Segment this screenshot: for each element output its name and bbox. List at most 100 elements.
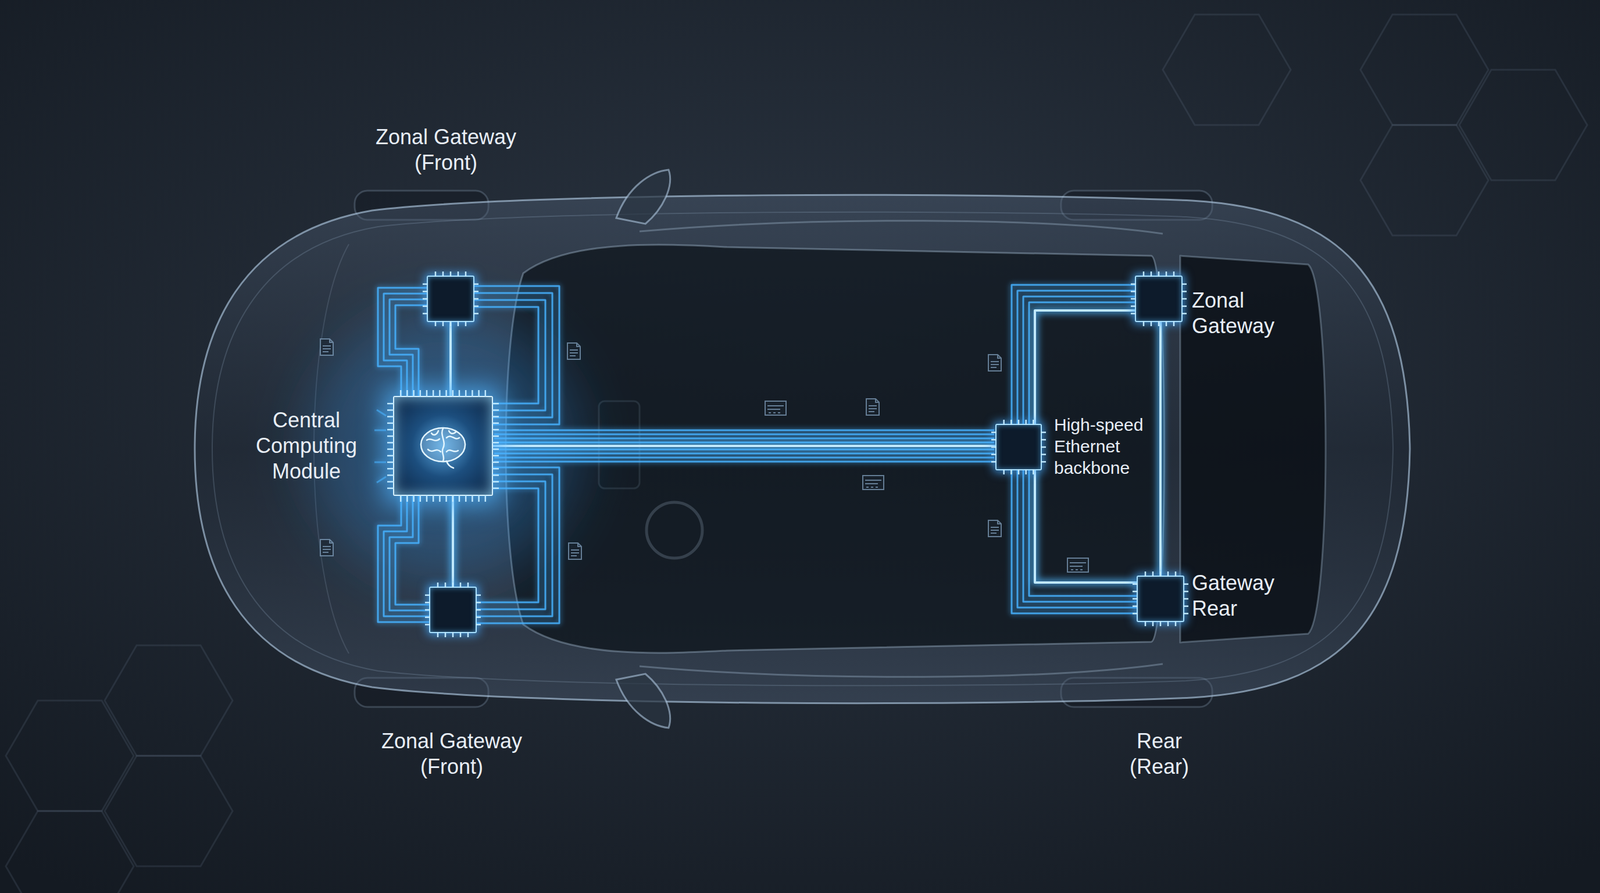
zone-label: Rear (Rear) [1118, 728, 1200, 780]
chip-pin [1032, 419, 1035, 425]
connector-glow [447, 322, 455, 396]
data-file-icons [320, 338, 1089, 573]
chip-pin [991, 438, 997, 441]
chip-pin [425, 616, 431, 619]
chip-pin [475, 623, 481, 626]
chip-pin [475, 609, 481, 612]
chip-pin [491, 461, 499, 464]
chip-pin [1173, 271, 1175, 277]
ethernet-link [1034, 310, 1135, 424]
chip-pin [491, 402, 499, 405]
circuit-traces [374, 284, 1137, 624]
chip-pin [422, 312, 428, 315]
chip-pin [1167, 620, 1170, 627]
chip-pin [452, 631, 455, 638]
chip-pin [477, 390, 480, 398]
chip-pin [452, 390, 455, 398]
chip-pin [387, 480, 395, 483]
car-body [194, 194, 1410, 703]
chip-pin [1002, 469, 1005, 475]
chip-pin [426, 390, 428, 398]
chip-pin [438, 390, 441, 398]
chip-pin [1181, 290, 1187, 293]
chip-pin [387, 487, 395, 490]
chip-pin [1132, 590, 1138, 593]
ethernet-link [449, 322, 452, 396]
chip-pin [484, 390, 487, 398]
chip-pin [1183, 612, 1189, 615]
side-mirror [616, 673, 671, 728]
chip-pin [491, 448, 499, 450]
chip-pin [422, 305, 428, 307]
chip-pin [1130, 290, 1137, 293]
chip-pin [1143, 271, 1145, 277]
chip-pin [432, 494, 435, 502]
chip-pin [442, 271, 445, 277]
chip-pin [1025, 419, 1027, 425]
chip-pin [457, 320, 460, 327]
chip-pin [387, 422, 395, 425]
chip-graphic [430, 587, 476, 632]
chip-pin [425, 601, 431, 604]
chip-pin [471, 494, 474, 502]
brain-fold [426, 438, 440, 441]
chip-pin [387, 409, 395, 412]
chip-pin [1175, 571, 1177, 577]
chip-pin [491, 480, 499, 483]
ethernet-link [451, 495, 455, 587]
chip-pin [467, 631, 470, 638]
ethernet-switch-chip: High-speed Ethernet backbone [995, 423, 1042, 471]
node-label: Central Computing Module [242, 407, 371, 485]
chip-pin [465, 494, 467, 502]
side-window-line [639, 220, 1163, 234]
chip-pin [1175, 620, 1177, 627]
chip-pin [1183, 598, 1189, 600]
ethernet-link [493, 444, 996, 448]
chip-pin [1132, 583, 1138, 585]
chip-pin [450, 320, 452, 327]
node-label: High-speed Ethernet backbone [1054, 413, 1165, 479]
brain-fold [427, 449, 441, 452]
chip-pin [387, 455, 395, 457]
brain-fold [431, 430, 439, 435]
connector-glow [1034, 310, 1135, 424]
node-label: Zonal Gateway (Front) [358, 124, 534, 176]
chip-pin [1143, 320, 1145, 327]
car-body-inner-line [212, 212, 1394, 687]
chip-pin [473, 298, 479, 300]
chip-pin [1165, 271, 1168, 277]
side-window-line [639, 663, 1163, 677]
zonal-gateway-chip: Zonal Gateway (Front) [426, 275, 475, 323]
chip-pin [1040, 453, 1046, 456]
chip-pin [465, 390, 467, 398]
node-label: Zonal Gateway [1191, 287, 1291, 339]
chip-pin [475, 594, 481, 596]
chip-pin [1144, 620, 1147, 627]
chip-pin [412, 390, 415, 398]
chip-pin [438, 494, 441, 502]
chip-pin [1181, 298, 1187, 300]
chip-pin [1158, 320, 1160, 327]
chip-pin [425, 623, 431, 626]
chip-pin [1167, 571, 1170, 577]
chip-pin [491, 455, 499, 457]
chip-pin [491, 441, 499, 444]
central-computing-chip: Central Computing Module [393, 395, 494, 496]
chip-pin [1159, 571, 1162, 577]
chip-pin [457, 271, 460, 277]
chip-pin [491, 429, 499, 431]
chip-pin [442, 320, 445, 327]
chip-pin [473, 305, 479, 307]
chip-pin [445, 390, 448, 398]
chip-pin [473, 283, 479, 285]
chip-pin [1183, 583, 1189, 585]
chip-pin [1032, 469, 1035, 475]
chip-pin [991, 446, 997, 449]
chip-pin [450, 271, 452, 277]
chip-pin [1025, 469, 1027, 475]
chip-pin [459, 582, 462, 588]
brain-fold [441, 428, 444, 462]
brain-fold [448, 430, 456, 434]
chip-pin [1018, 469, 1020, 475]
